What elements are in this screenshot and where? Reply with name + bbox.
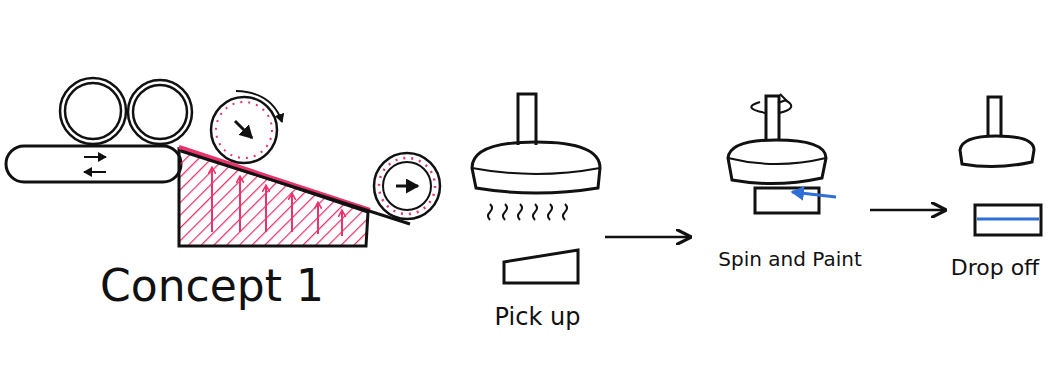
gripper-dropoff (960, 97, 1041, 235)
conveyor-belt (6, 146, 181, 182)
process-step: Pick up (470, 90, 605, 330)
flow-arrow (605, 236, 690, 239)
gripper-pickup (472, 94, 600, 283)
step-label: Pick up (495, 304, 581, 330)
flow-arrow (870, 209, 945, 212)
process-step: Spin and Paint (690, 90, 870, 270)
finished-ring (374, 153, 440, 219)
ring-parts (60, 78, 192, 144)
step-label: Spin and Paint (718, 248, 861, 270)
process-step: Drop off (945, 90, 1045, 280)
rolling-ring (211, 91, 282, 163)
step-label: Drop off (951, 256, 1040, 280)
concept-title: Concept 1 (100, 262, 324, 310)
gripper-spin-paint (728, 94, 836, 213)
